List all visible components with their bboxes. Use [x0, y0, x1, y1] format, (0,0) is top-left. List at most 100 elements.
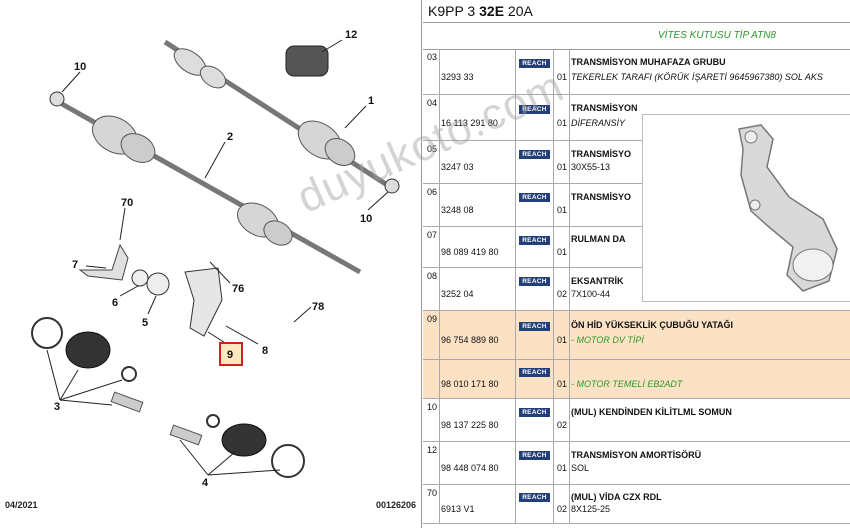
row-desc-cell: - MOTOR TEMELİ EB2ADT — [571, 360, 850, 398]
quantity: 01 — [557, 71, 568, 82]
part-reference[interactable]: 98 448 074 80 — [441, 463, 499, 473]
row-index: 06 — [427, 187, 438, 197]
reach-badge: REACH — [519, 150, 550, 160]
row-desc-cell: ÖN HİD YÜKSEKLİK ÇUBUĞU YATAĞI- MOTOR DV… — [571, 311, 850, 359]
row-badge-cell: REACH — [517, 311, 554, 359]
part-reference[interactable]: 98 010 171 80 — [441, 379, 499, 389]
row-index-cell: 09 — [423, 311, 440, 359]
part-reference[interactable]: 3247 03 — [441, 162, 474, 172]
row-index-cell: 05 — [423, 141, 440, 183]
part-title: TRANSMİSYON MUHAFAZA GRUBU — [571, 57, 726, 68]
highlight-box-9 — [219, 342, 243, 366]
quantity: 01 — [557, 247, 568, 257]
quantity: 02 — [557, 420, 568, 430]
reach-badge: REACH — [519, 451, 550, 461]
part-reference[interactable]: 98 089 419 80 — [441, 247, 499, 257]
row-qty-cell: 01 — [555, 442, 570, 484]
row-desc-cell: EKSANTRİK 7X100-44 — [571, 268, 850, 310]
part-subtitle: - MOTOR DV TİPİ — [571, 335, 644, 345]
bearing-part — [131, 269, 149, 287]
row-ref-cell: 3293 33 — [441, 49, 516, 94]
callout-76: 76 — [232, 283, 244, 295]
row-desc-cell: RULMAN DA — [571, 227, 850, 267]
row-badge-cell: REACH — [517, 141, 554, 183]
row-ref-cell: 98 448 074 80 — [441, 442, 516, 484]
ring-part — [31, 317, 63, 349]
part-reference[interactable]: 98 137 225 80 — [441, 420, 499, 430]
callout-10-top: 10 — [74, 61, 86, 73]
row-desc-cell: TRANSMİSYON MUHAFAZA GRUBU TEKERLEK TARAF… — [571, 49, 850, 94]
callout-70: 70 — [121, 197, 133, 209]
row-index: 03 — [427, 52, 438, 62]
callout-10-right: 10 — [360, 213, 372, 225]
part-reference[interactable]: 96 754 889 80 — [441, 335, 499, 345]
part-title: (MUL) VİDA CZX RDL — [571, 491, 662, 502]
row-ref-cell: 98 137 225 80 — [441, 399, 516, 441]
part-reference[interactable]: 16 113 291 80 — [441, 117, 498, 128]
reach-badge: REACH — [519, 58, 550, 68]
damper-part — [285, 45, 329, 77]
diagram-code: 00126206 — [375, 500, 416, 510]
row-index-cell: 04 — [423, 95, 440, 140]
part-title: TRANSMİSYO — [571, 191, 632, 202]
row-index: 04 — [427, 98, 438, 108]
bracket-part — [78, 243, 129, 281]
row-badge-cell: REACH — [517, 95, 554, 140]
gearbox-subtitle-bar: VİTES KUTUSU TİP ATN8 — [423, 23, 850, 50]
bearing-housing-part — [184, 267, 223, 337]
part-reference[interactable]: 6913 V1 — [441, 504, 475, 514]
ring-part — [271, 444, 305, 478]
quantity: 01 — [557, 117, 568, 128]
part-title: TRANSMİSYO — [571, 148, 632, 159]
callout-9: 9 — [227, 349, 233, 361]
callout-8: 8 — [262, 345, 268, 357]
callout-3: 3 — [54, 401, 60, 413]
callout-5: 5 — [142, 317, 148, 329]
row-ref-cell: 6913 V1 — [441, 485, 516, 523]
row-ref-cell: 98 010 171 80 — [441, 360, 516, 398]
row-index: 05 — [427, 144, 438, 154]
part-title: RULMAN DA — [571, 234, 626, 245]
grease-part — [169, 424, 203, 446]
part-title: (MUL) KENDİNDEN KİLİTLML SOMUN — [571, 406, 732, 417]
part-title: EKSANTRİK — [571, 275, 624, 286]
part-reference[interactable]: 3248 08 — [441, 205, 474, 215]
part-subtitle: 7X100-44 — [571, 289, 611, 299]
reach-badge: REACH — [519, 321, 550, 331]
part-subtitle: TEKERLEK TARAFI (KÖRÜK İŞARETİ 964596738… — [571, 71, 823, 82]
row-ref-cell: 16 113 291 80 — [441, 95, 516, 140]
callout-1: 1 — [368, 95, 374, 107]
row-desc-cell: TRANSMİSYO — [571, 184, 850, 226]
row-qty-cell: 01 — [555, 360, 570, 398]
row-badge-cell: REACH — [517, 442, 554, 484]
part-reference[interactable]: 3293 33 — [441, 71, 474, 82]
part-reference[interactable]: 3252 04 — [441, 289, 474, 299]
row-index: 09 — [427, 314, 438, 324]
row-index: 08 — [427, 271, 438, 281]
reach-badge: REACH — [519, 235, 550, 245]
part-subtitle: SOL — [571, 463, 590, 473]
header-bold: 32E — [479, 3, 505, 19]
driveshaft-diagram: 12 10 1 2 10 70 7 76 6 5 78 8 9 3 4 — [31, 29, 400, 489]
callout-12: 12 — [345, 29, 357, 41]
lower-driveshaft — [60, 101, 362, 275]
part-subtitle: - MOTOR TEMELİ EB2ADT — [571, 379, 683, 389]
row-qty-cell: 01 — [555, 184, 570, 226]
row-index-cell: 06 — [423, 184, 440, 226]
header-prefix: K9PP 3 — [428, 3, 480, 19]
row-badge-cell: REACH — [517, 485, 554, 523]
